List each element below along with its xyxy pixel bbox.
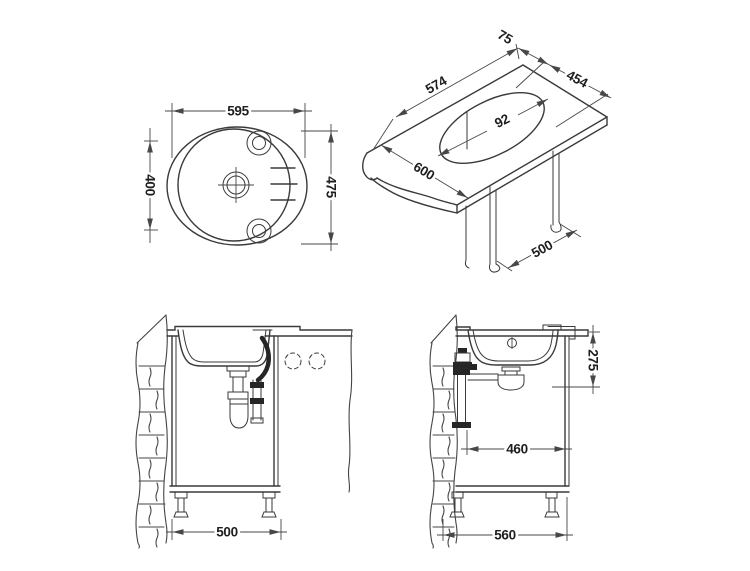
dim-side-trap-distance: 460 bbox=[506, 442, 528, 457]
dim-plan-width: 595 bbox=[227, 104, 249, 119]
dim-iso-cutout-length: 574 bbox=[423, 73, 450, 97]
dim-plan-bowl: 400 bbox=[143, 174, 158, 196]
dim-iso-cutout-radius: 92 bbox=[492, 111, 512, 131]
side-section-view: 275 460 560 bbox=[429, 314, 603, 549]
front-section-view: 500 bbox=[135, 314, 353, 549]
dim-plan-depth: 475 bbox=[324, 176, 339, 198]
dim-front-cabinet-width: 500 bbox=[216, 525, 238, 540]
dim-side-trap-height: 275 bbox=[586, 349, 601, 371]
dim-iso-cutout-width: 454 bbox=[564, 67, 591, 91]
dim-iso-edge-offset: 75 bbox=[495, 27, 516, 48]
dim-iso-cabinet-depth: 500 bbox=[529, 237, 555, 261]
dim-iso-worktop-depth: 600 bbox=[411, 159, 437, 183]
plan-view: 595 400 475 bbox=[140, 101, 341, 251]
iso-view: 574 75 454 92 600 500 bbox=[362, 24, 612, 273]
dim-side-cabinet-depth: 560 bbox=[494, 528, 516, 543]
